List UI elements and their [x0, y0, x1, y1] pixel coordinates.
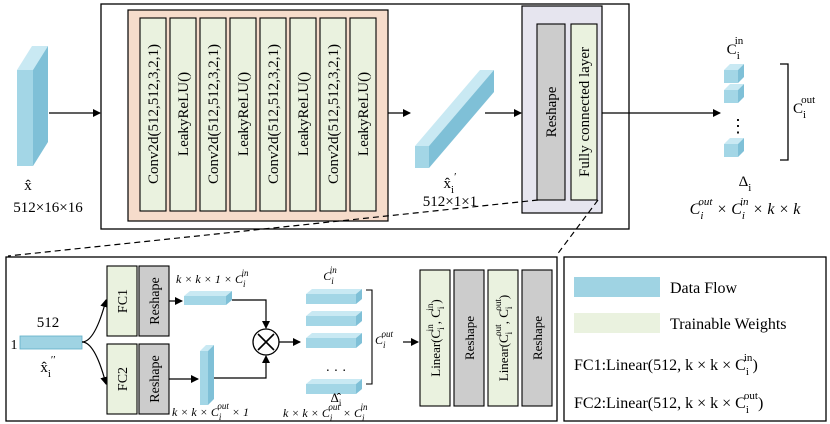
conv-layer-box — [169, 17, 197, 212]
zoom-line-left — [7, 199, 539, 257]
fc1-reshape-label: Reshape — [148, 277, 163, 324]
detail-kernel — [306, 311, 362, 326]
linear1-label: Linear(Ciin, Ciin) — [425, 299, 446, 377]
detail-kernel — [306, 379, 362, 394]
branch2-tensor — [200, 345, 214, 405]
legend-data-flow-label: Data Flow — [670, 280, 738, 297]
linear1-box — [419, 269, 451, 407]
fc-layer-label: Fully connected layer — [577, 47, 593, 177]
conv-block — [127, 9, 389, 222]
conv-layer-box — [229, 17, 257, 212]
zoom-line-right — [555, 199, 599, 257]
reshape-label: Reshape — [544, 86, 560, 137]
conv-layer-label: Conv2d(512,512,3,2,1) — [326, 44, 342, 184]
conv-layer-box — [319, 17, 347, 212]
detail-kernel-stack — [306, 289, 362, 394]
mid-vector-symbol: x̂i′ — [444, 171, 457, 196]
cout-label: Ciout — [793, 94, 815, 121]
arrow-branch1-to-mult — [232, 299, 270, 329]
conv-layer-label: LeakyReLU() — [236, 72, 252, 156]
top-frame — [100, 3, 630, 230]
conv-layer-box — [289, 17, 317, 212]
input-dims: 512×16×16 — [13, 200, 83, 216]
fc2-label: FC2 — [116, 367, 131, 391]
legend-fc1-definition: FC1:Linear(512, k × k × Ciin) — [574, 352, 758, 378]
legend-frame — [563, 256, 827, 422]
input-symbol: x̂ — [24, 178, 32, 194]
stack-right-label: Ciout — [375, 329, 394, 350]
conv-layer-box — [259, 17, 287, 212]
legend-fc2-definition: FC2:Linear(512, k × k × Ciout) — [574, 390, 763, 416]
detail-input-symbol: x̂i′′ — [40, 354, 55, 380]
stack-top-label: Ciin — [323, 265, 337, 286]
arrow-branch2-to-mult — [214, 355, 270, 379]
multiply-cross-b — [257, 333, 275, 351]
conv-layer-label: LeakyReLU() — [356, 72, 372, 156]
detail-frame — [5, 256, 558, 422]
hat-delta-label: Δ̂i — [331, 390, 342, 408]
fc1-box — [106, 265, 138, 337]
detail-input-size: 512 — [37, 315, 60, 331]
fc2-box — [106, 343, 138, 415]
legend-trainable-swatch — [574, 313, 660, 333]
linear-reshape-a-box — [453, 269, 485, 407]
output-kernel — [724, 138, 744, 157]
branch2-label: k × k × Ciout × 1 — [172, 401, 249, 422]
fc2-reshape-box — [138, 343, 170, 415]
fc1-label: FC1 — [116, 289, 131, 313]
linear-reshape-b-box — [521, 269, 553, 407]
legend-trainable-label: Trainable Weights — [670, 316, 786, 333]
input-tensor — [17, 46, 48, 166]
linear-reshape-a-label: Reshape — [462, 316, 477, 360]
stack-dots: · · · — [326, 364, 347, 379]
conv-layer-label: LeakyReLU() — [176, 72, 192, 156]
legend-data-flow-swatch — [574, 277, 660, 297]
cin-label: Ciin — [727, 35, 744, 62]
linear2-label: Linear(Ciout, Ciout) — [493, 295, 514, 382]
reshape-box — [536, 23, 566, 201]
stack-brace — [366, 289, 373, 385]
output-kernel — [724, 84, 744, 103]
stack-bottom-label: k × k × Ciout × Ciin — [283, 402, 368, 423]
conv-layer-label: Conv2d(512,512,3,2,1) — [206, 44, 222, 184]
arrow-to-fc2 — [81, 341, 109, 385]
linear2-box — [487, 269, 519, 407]
conv-layer-stack: Conv2d(512,512,3,2,1) LeakyReLU() Conv2d(5… — [139, 17, 377, 212]
output-kernel — [724, 64, 744, 83]
output-kernel-stack — [724, 64, 744, 157]
branch1-tensor — [184, 291, 232, 305]
delta-label: Δi — [739, 174, 752, 194]
conv-layer-label: LeakyReLU() — [296, 72, 312, 156]
detail-kernel — [306, 289, 362, 304]
mid-vector-tensor — [415, 70, 494, 168]
branch1-label: k × k × 1 × Ciin — [176, 268, 249, 289]
output-brace — [780, 63, 789, 161]
conv-layer-box — [349, 17, 377, 212]
conv-layer-box — [199, 17, 227, 212]
fc1-reshape-box — [138, 265, 170, 337]
fc-layer-box — [570, 23, 598, 201]
linear-reshape-b-label: Reshape — [530, 316, 545, 360]
output-ellipsis: ⋮ — [729, 116, 747, 136]
detail-input-left: 1 — [11, 338, 18, 353]
arrow-to-fc1 — [81, 299, 109, 343]
output-formula: Ciout × Ciin × k × k — [690, 196, 802, 222]
conv-layer-box — [139, 17, 167, 212]
conv-layer-label: Conv2d(512,512,3,2,1) — [266, 44, 282, 184]
conv-layer-label: Conv2d(512,512,3,2,1) — [146, 44, 162, 184]
detail-input-vector — [19, 335, 83, 350]
detail-kernel — [306, 333, 362, 348]
mid-vector-dims: 512×1×1 — [423, 194, 477, 210]
fc2-reshape-label: Reshape — [148, 355, 163, 402]
